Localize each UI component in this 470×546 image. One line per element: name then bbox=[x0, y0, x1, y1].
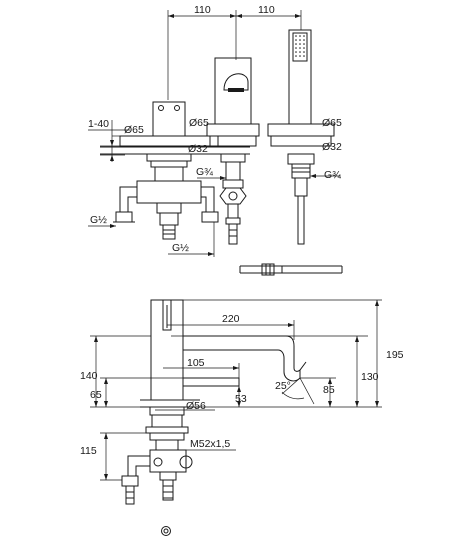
dim-angle: 25° bbox=[275, 380, 291, 392]
dim-thread-m52: M52x1,5 bbox=[190, 438, 230, 450]
center-spout-dims bbox=[197, 176, 226, 180]
spout-side-view bbox=[121, 299, 307, 536]
dim-spacing-right: 110 bbox=[258, 4, 275, 16]
dim-total-height: 195 bbox=[386, 349, 404, 361]
dim-dia-56: Ø56 bbox=[186, 400, 206, 412]
shower-nozzle-dots bbox=[295, 35, 305, 57]
dim-dia-65-mid: Ø65 bbox=[189, 117, 209, 129]
dim-spacing-left: 110 bbox=[194, 4, 211, 16]
dim-range-height: 1-40 bbox=[88, 118, 109, 130]
dim-thread-12-left: G½ bbox=[90, 214, 107, 226]
dim-dia-32-right: Ø32 bbox=[322, 141, 342, 153]
hand-shower-dims bbox=[310, 174, 340, 178]
dim-body-length: 105 bbox=[187, 357, 205, 369]
side-view-dims bbox=[90, 299, 382, 481]
dim-reach: 220 bbox=[222, 313, 240, 325]
dim-thread-12-mid: G½ bbox=[172, 242, 189, 254]
dim-dia-65-right: Ø65 bbox=[322, 117, 342, 129]
hand-shower-top-view bbox=[267, 29, 335, 245]
top-dimension-lines bbox=[167, 10, 302, 100]
dim-depth: 115 bbox=[80, 445, 97, 457]
dim-dia-65-left: Ø65 bbox=[124, 124, 144, 136]
hose-detail bbox=[239, 263, 343, 276]
dim-thread-34-mid: G¾ bbox=[196, 166, 213, 178]
dim-lower-53: 53 bbox=[235, 393, 247, 405]
dim-thread-34-right: G¾ bbox=[324, 169, 341, 181]
left-valve-dims bbox=[88, 120, 215, 257]
dim-spout-height: 130 bbox=[361, 371, 379, 383]
dim-base-height: 140 bbox=[80, 370, 98, 382]
dim-outlet-height: 85 bbox=[323, 384, 335, 396]
center-spout-top-view bbox=[206, 57, 260, 245]
dim-lower-65: 65 bbox=[90, 389, 102, 401]
dim-dia-32-left: Ø32 bbox=[188, 143, 208, 155]
